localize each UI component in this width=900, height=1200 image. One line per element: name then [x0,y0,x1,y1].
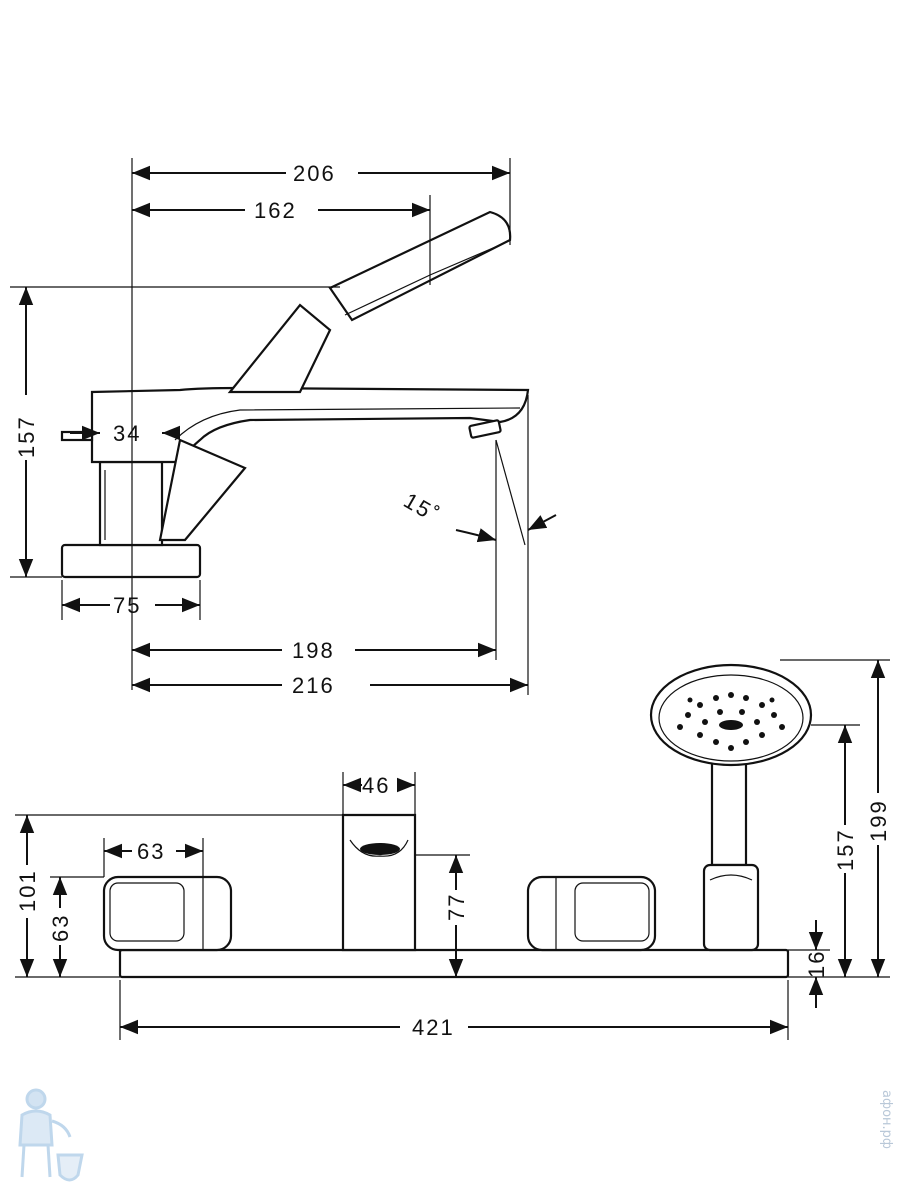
dim-206: 206 [293,161,336,186]
dim-162: 162 [254,198,297,223]
plumber-logo [18,1088,84,1182]
front-left-handle [102,875,233,952]
dim-46: 46 [362,773,390,798]
side-handshower-grip [227,303,332,394]
dim-63-left: 63 [48,914,73,942]
dim-199: 199 [866,799,891,842]
side-view: 206 162 157 34 15˚ 75 198 216 [10,158,557,698]
front-base-plate [118,948,790,979]
front-right-handle [526,875,657,952]
dim-157-front: 157 [833,828,858,871]
dim-16: 16 [804,950,829,978]
dim-101: 101 [15,869,40,912]
dim-216: 216 [292,673,335,698]
front-view: 46 63 101 63 77 157 199 16 421 [15,659,891,1040]
side-spout [90,386,530,464]
dim-75: 75 [113,593,141,618]
dim-198: 198 [292,638,335,663]
front-holder-base [702,863,760,952]
side-valve-block [98,460,164,547]
shower-nozzles [677,692,785,751]
dim-157-side: 157 [14,415,39,458]
front-spout [341,813,417,952]
dim-77: 77 [444,893,469,921]
dim-angle-15: 15˚ [400,488,445,529]
front-hose-column [710,755,748,867]
front-handshower-head [649,663,813,767]
side-base-plate [60,543,202,579]
dim-34: 34 [113,421,141,446]
side-handshower-head [328,210,512,322]
side-hose-holder [158,438,247,542]
watermark-text: афон.рф [879,1090,894,1150]
side-aerator [468,419,502,439]
dim-421: 421 [412,1015,455,1040]
dim-63-top: 63 [137,839,165,864]
